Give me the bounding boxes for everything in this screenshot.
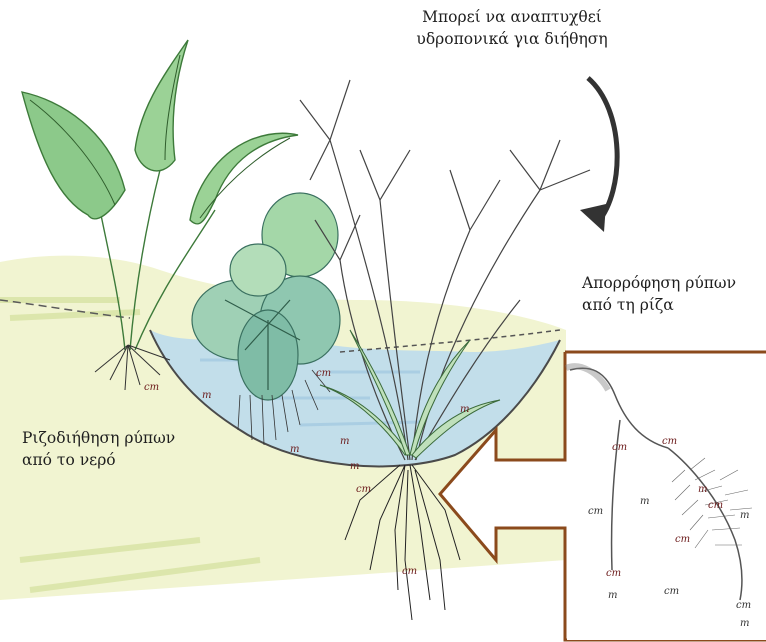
inset-marker-cm: cm [664,586,679,597]
marker-m: m [202,390,211,401]
hydroponic-caption: Μπορεί να αναπτυχθεί υδροπονικά για διήθ… [392,6,632,50]
hydroponic-caption-line1: Μπορεί να αναπτυχθεί [392,6,632,28]
inset-marker-m: m [608,590,617,601]
inset-marker-cm: cm [708,500,723,511]
inset-marker-cm: cm [588,506,603,517]
inset-marker-m: m [740,510,749,521]
hydroponic-caption-line2: υδροπονικά για διήθηση [392,28,632,50]
curved-arrow-head [580,204,606,232]
absorption-caption: Απορρόφηση ρύπων από τη ρίζα [582,272,736,316]
marker-m: m [340,436,349,447]
inset-marker-m: m [740,618,749,629]
inset-marker-cm: cm [736,600,751,611]
inset-panel [567,354,766,640]
marker-cm: cm [144,382,159,393]
marker-m: m [350,461,359,472]
rhizofiltration-caption: Ριζοδιήθηση ρύπων από το νερό [22,427,175,471]
absorption-caption-line2: από τη ρίζα [582,294,736,316]
marker-m: m [460,404,469,415]
curved-arrow-stroke [588,78,617,222]
rhizofiltration-caption-line2: από το νερό [22,449,175,471]
marker-cm: cm [316,368,331,379]
inset-marker-m: m [640,496,649,507]
inset-marker-cm: cm [662,436,677,447]
inset-marker-cm: cm [675,534,690,545]
marker-cm: cm [356,484,371,495]
marker-cm: cm [402,566,417,577]
inset-marker-cm: cm [606,568,621,579]
rhizofiltration-caption-line1: Ριζοδιήθηση ρύπων [22,427,175,449]
inset-marker-m: m [698,484,707,495]
absorption-caption-line1: Απορρόφηση ρύπων [582,272,736,294]
inset-marker-cm: cm [612,442,627,453]
marker-m: m [290,444,299,455]
